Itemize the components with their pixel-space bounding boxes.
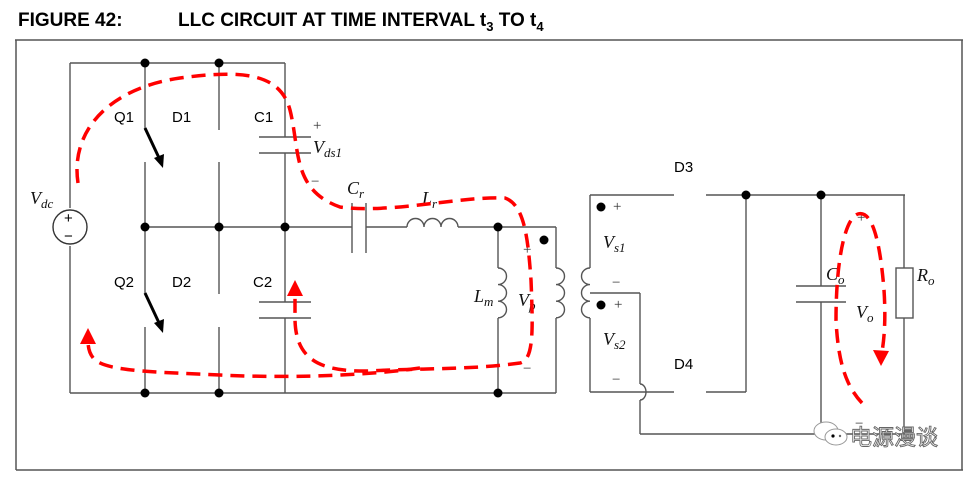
lr-label: Lr — [421, 188, 438, 211]
figure-frame — [15, 39, 963, 471]
vs1-label: Vs1 — [603, 232, 626, 255]
vo-plus: + — [857, 210, 865, 226]
transformer-secondary-winding — [580, 267, 591, 319]
figure-number: FIGURE 42: — [18, 10, 123, 31]
watermark-text: 电源漫谈 — [850, 426, 938, 451]
dc-voltage-source: + − — [52, 209, 88, 245]
cr-capacitor — [351, 203, 367, 253]
q2-switch-arrow-icon — [143, 292, 164, 333]
q1-switch-arrow-icon — [143, 127, 164, 168]
ro-label: Ro — [916, 265, 935, 288]
figure-title: FIGURE 42: LLC CIRCUIT AT TIME INTERVAL t… — [18, 10, 544, 34]
vp-minus: − — [523, 361, 531, 377]
lm-label: Lm — [473, 286, 493, 309]
vs2-plus: + — [614, 297, 622, 313]
q1-label: Q1 — [114, 109, 134, 126]
arrowhead-icon — [80, 328, 96, 344]
junction-nodes — [140, 58, 826, 398]
vds1-minus: − — [311, 174, 319, 190]
figure-caption: LLC CIRCUIT AT TIME INTERVAL t3 TO t4 — [178, 10, 544, 34]
transformer-primary-winding — [555, 267, 566, 319]
vs1-plus: + — [613, 199, 621, 215]
c1-label: C1 — [254, 109, 273, 126]
arrowhead-icon — [873, 350, 889, 366]
vds1-label: Vds1 — [313, 137, 342, 160]
secondary-wiring — [589, 194, 905, 435]
vo-label: Vo — [856, 302, 874, 325]
watermark: 电源漫谈 — [813, 421, 938, 451]
co-label: Co — [826, 264, 845, 287]
vs1-minus: − — [612, 275, 620, 291]
d3-label: D3 — [674, 159, 693, 176]
c2-label: C2 — [253, 274, 272, 291]
cr-label: Cr — [347, 178, 365, 201]
current-path-output — [834, 212, 889, 405]
arrowhead-icon — [287, 280, 303, 296]
c2-capacitor — [259, 301, 311, 319]
d2-label: D2 — [172, 274, 191, 291]
vs2-label: Vs2 — [603, 329, 626, 352]
vs2-minus: − — [612, 372, 620, 388]
vds1-plus: + — [313, 118, 321, 134]
q2-label: Q2 — [114, 274, 134, 291]
d4-label: D4 — [674, 356, 693, 373]
vdc-label: Vdc — [30, 188, 54, 211]
polarity-dots — [539, 202, 606, 310]
lm-inductor — [497, 267, 508, 319]
vp-plus: + — [523, 242, 531, 258]
svg-text:−: − — [64, 228, 73, 245]
d1-label: D1 — [172, 109, 191, 126]
current-path-primary-lower — [80, 328, 421, 379]
current-path-primary-upper — [75, 72, 534, 373]
primary-wiring — [69, 62, 557, 394]
ro-resistor — [895, 267, 914, 319]
svg-text:+: + — [64, 210, 73, 227]
lr-inductor — [406, 217, 459, 228]
c1-capacitor — [259, 136, 311, 154]
vo-minus: − — [855, 416, 863, 432]
